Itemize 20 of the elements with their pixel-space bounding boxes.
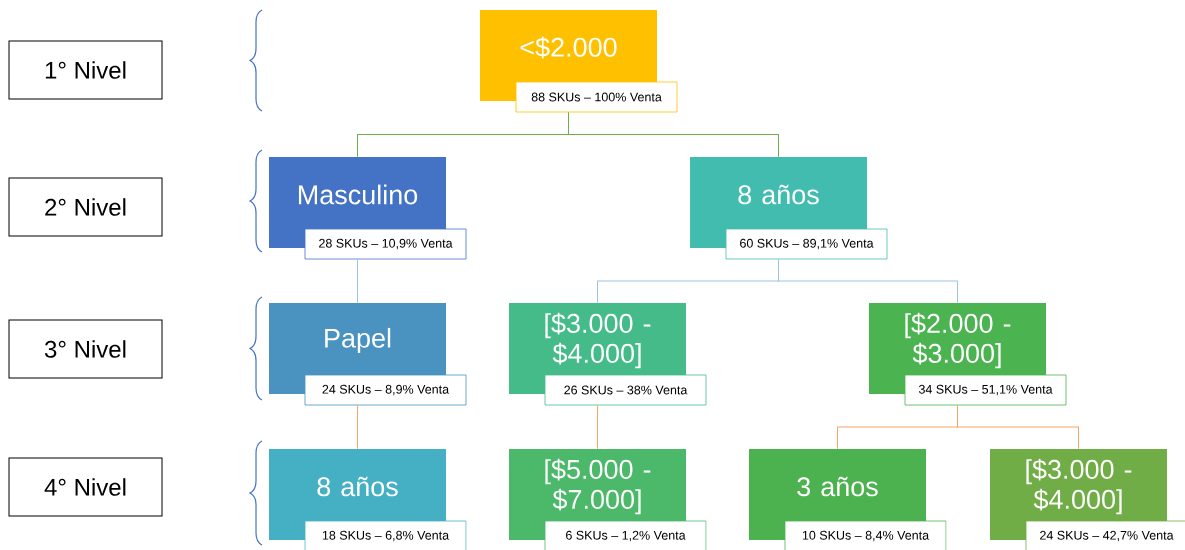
connector-line [568,111,779,158]
level-box: 3° Nivel [8,319,163,379]
connector-line [778,258,958,304]
category-box: [$5.000 - $7.000] 6 SKUs – 1,2% Venta [509,449,707,550]
connector-line [597,404,598,450]
category-box: [$3.000 - $4.000] 24 SKUs – 42,7% Venta [990,449,1185,550]
category-box: 8 años 18 SKUs – 6,8% Venta [269,449,467,550]
connector-line [357,258,358,304]
level-box: 2° Nivel [8,177,163,237]
level-box: 1° Nivel [8,40,163,100]
category-box: [$2.000 - $3.000] 34 SKUs – 51,1% Venta [869,303,1067,406]
connector-line [957,404,1079,450]
category-box: 3 años 10 SKUs – 8,4% Venta [749,449,947,550]
category-box: 8 años 60 SKUs – 89,1% Venta [690,157,888,260]
category-box: Papel 24 SKUs – 8,9% Venta [269,303,467,406]
category-box: [$3.000 - $4.000] 26 SKUs – 38% Venta [509,303,707,406]
level-box: 4° Nivel [8,457,163,517]
category-box: <$2.000 88 SKUs – 100% Venta [480,10,678,113]
connector-line [357,404,358,450]
category-box: Masculino 28 SKUs – 10,9% Venta [269,157,467,260]
